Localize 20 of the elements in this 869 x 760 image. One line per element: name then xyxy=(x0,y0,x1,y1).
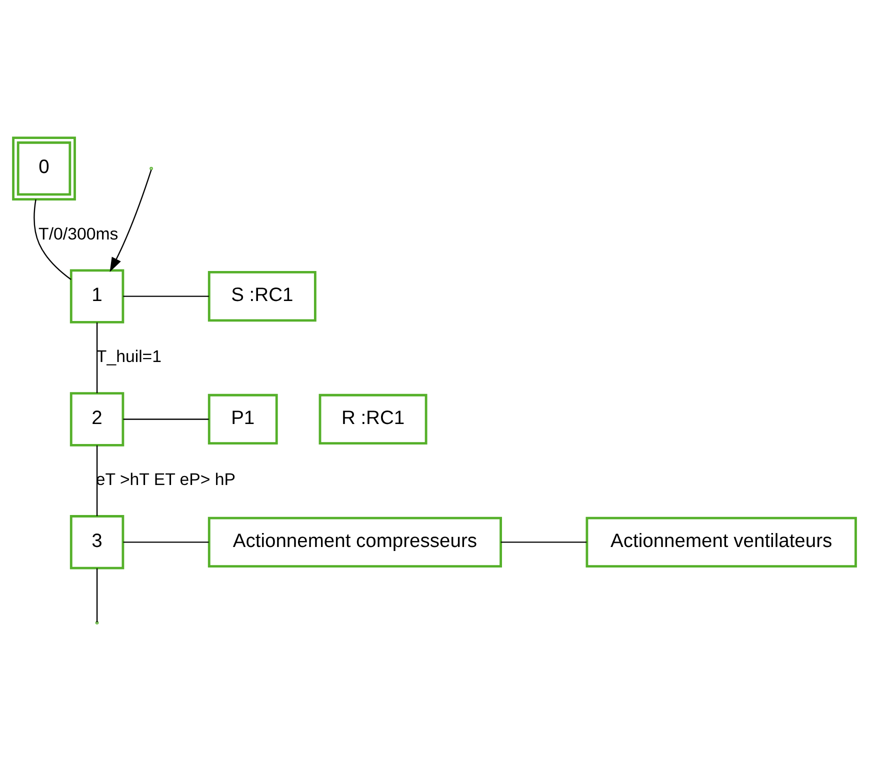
edge-label: T_huil=1 xyxy=(96,346,162,366)
node-box: Actionnement ventilateurs xyxy=(586,516,857,567)
connector xyxy=(123,418,209,420)
connector xyxy=(34,198,72,280)
connector xyxy=(123,541,209,542)
node-box: S :RC1 xyxy=(208,270,316,322)
node-box: P1 xyxy=(208,393,278,444)
edge-label: T/0/300ms xyxy=(38,224,118,243)
arrow xyxy=(110,169,152,272)
connector xyxy=(96,322,98,393)
node-box: 2 xyxy=(70,392,124,446)
node-box: 0 xyxy=(12,136,76,200)
connector xyxy=(123,295,209,296)
node-box: Actionnement compresseurs xyxy=(208,516,502,567)
node-box: 3 xyxy=(70,514,124,569)
connector xyxy=(96,444,98,516)
node-box: R :RC1 xyxy=(318,393,428,444)
connector xyxy=(500,541,587,542)
connector xyxy=(96,568,98,622)
node-box: 1 xyxy=(70,268,124,323)
